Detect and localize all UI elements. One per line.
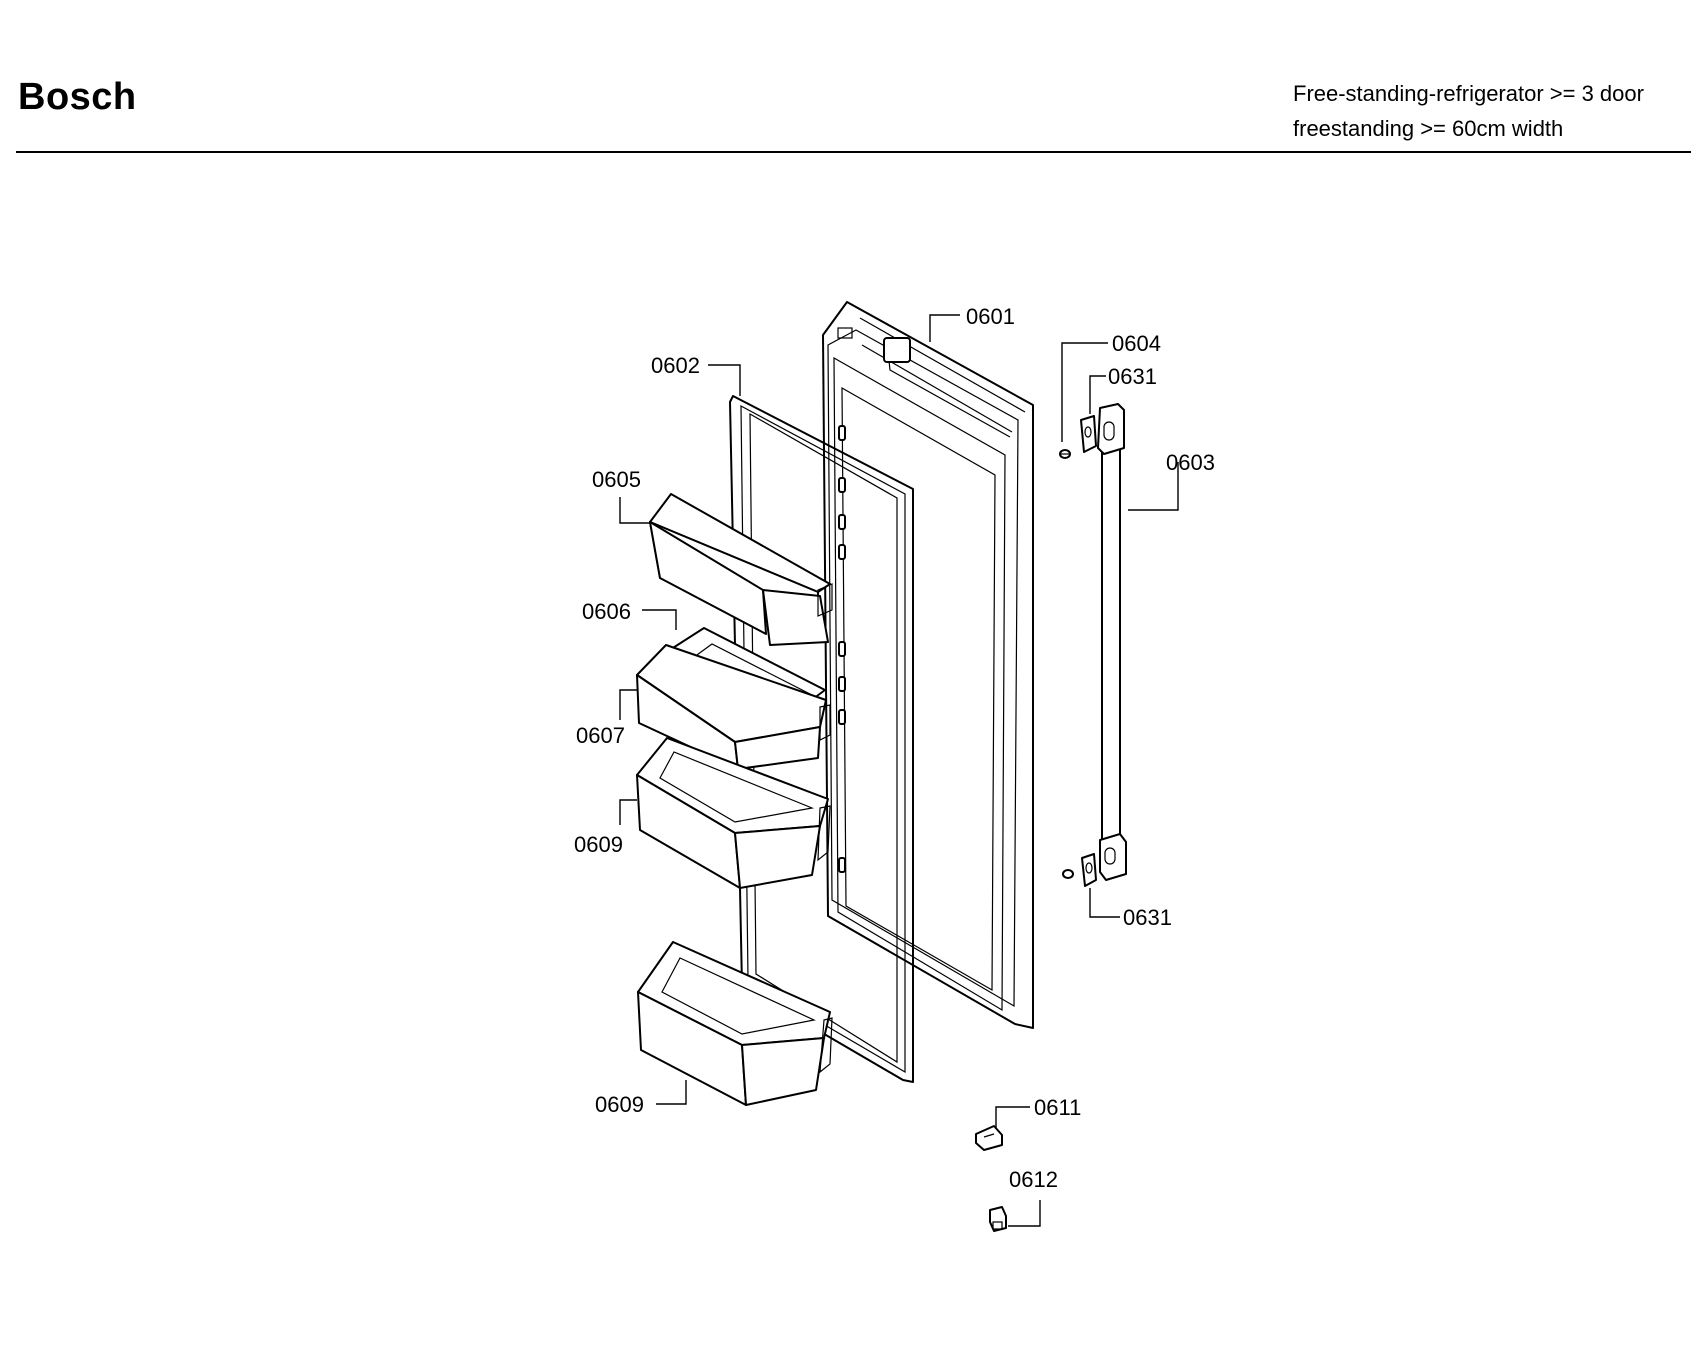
callout-0631-bottom: 0631 [1123, 905, 1172, 930]
callout-0612: 0612 [1009, 1167, 1058, 1192]
handle-cover-0631-top [1080, 415, 1097, 453]
model-description: Free-standing-refrigerator >= 3 door fre… [1293, 76, 1644, 146]
door-panel-0601 [822, 301, 1034, 1029]
brand-title: Bosch [18, 76, 137, 118]
door-bin-0609-upper [636, 737, 831, 889]
callout-0607: 0607 [576, 723, 625, 748]
header-divider [16, 151, 1691, 153]
callout-0609-lower: 0609 [595, 1092, 644, 1117]
callout-0609-upper: 0609 [574, 832, 623, 857]
callout-0605: 0605 [592, 467, 641, 492]
description-line-2: freestanding >= 60cm width [1293, 116, 1564, 141]
callout-0631-top: 0631 [1108, 364, 1157, 389]
callout-0603: 0603 [1166, 450, 1215, 475]
door-panel-shelf-pegs [838, 425, 846, 873]
callout-0604: 0604 [1112, 331, 1161, 356]
callout-0611: 0611 [1034, 1095, 1081, 1120]
hinge-part-0611 [975, 1125, 1003, 1151]
door-bin-0609-lower [637, 941, 833, 1106]
callout-0602: 0602 [651, 353, 700, 378]
callout-0601: 0601 [966, 304, 1015, 329]
callout-0606: 0606 [582, 599, 631, 624]
dairy-compartment-0605 [649, 493, 833, 646]
door-stop-0612 [989, 1206, 1007, 1232]
leader-lines [619, 314, 1179, 1227]
handle-cover-0631-bottom [1062, 853, 1097, 887]
door-handle-0603 [1097, 403, 1127, 881]
screw-0604 [1059, 449, 1071, 459]
description-line-1: Free-standing-refrigerator >= 3 door [1293, 81, 1644, 106]
